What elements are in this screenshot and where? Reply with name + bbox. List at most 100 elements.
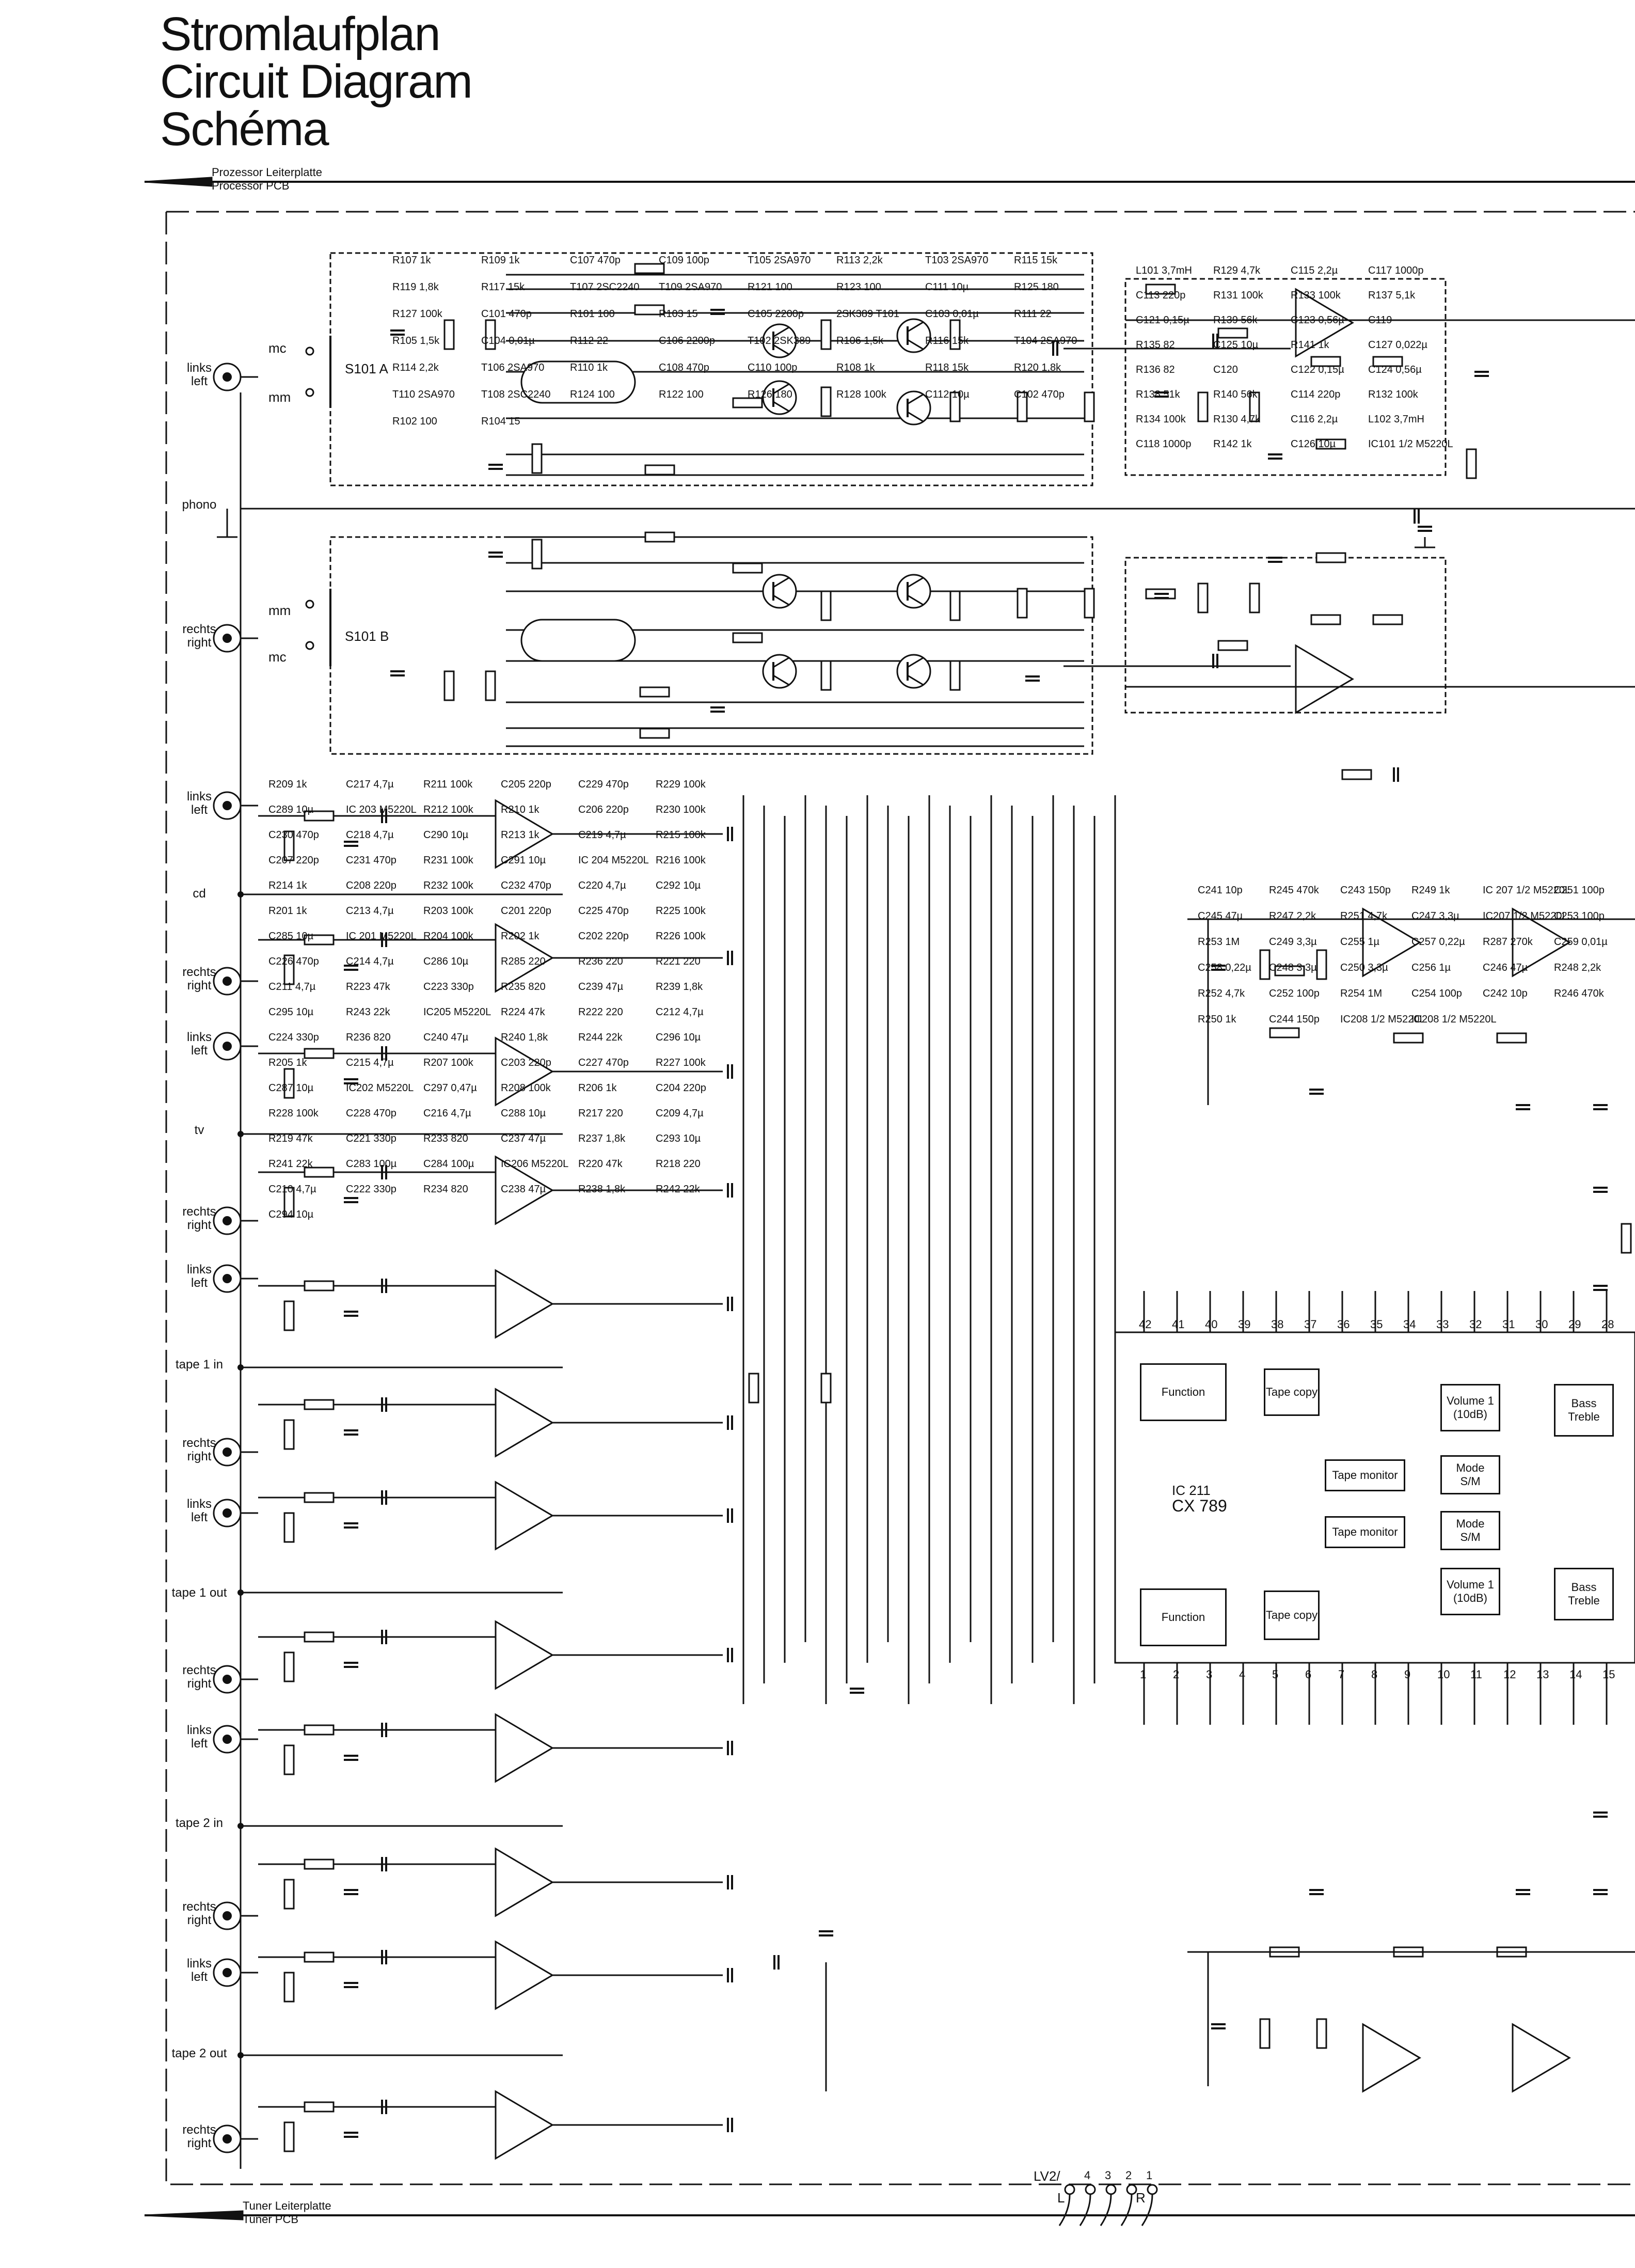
phono-part-label: R110 1k [570,362,608,373]
eq-left-group [1124,278,1447,476]
input-jack [223,1675,232,1684]
buffer-part-label: C210 4,7µ [268,1184,316,1195]
buffer-part-label: C289 10µ [268,804,314,815]
buffer-part-label: C227 470p [578,1057,629,1068]
transistor [773,657,789,668]
eq-part-label: R142 1k [1213,438,1252,450]
lv2-left-label: L [1057,2190,1065,2206]
opamp-buffer [495,1036,554,1107]
tone-part-label: R253 1M [1198,936,1240,948]
tone-part-label: C258 0,22µ [1198,962,1251,973]
phono-part-label: R113 2,2k [836,255,883,266]
buffer-part-label: R234 820 [423,1184,468,1195]
opamp-buffer [495,1713,554,1783]
phono-part-label: T110 2SA970 [392,389,455,400]
cd-label: cd [193,887,206,901]
input-jack [223,801,232,810]
phono-part-label: R107 1k [392,255,431,266]
buffer-part-label: C226 470p [268,956,319,967]
tone-part-label: C251 100p [1554,885,1605,896]
transistor [907,577,924,588]
resistor [304,2101,335,2113]
lv2-pin-number: 4 [1084,2169,1090,2182]
transistor [773,344,789,355]
eq-part-label: IC101 1/2 M5220L [1368,438,1453,450]
resistor [1269,1027,1300,1038]
buffer-part-label: C297 0,47µ [423,1082,477,1094]
buffer-part-label: R210 1k [501,804,539,815]
ic211-pin-number: 3 [1206,1668,1212,1681]
input-jack [223,372,232,382]
phono-part-label: C111 10µ [925,281,969,293]
resistor [820,1373,832,1404]
resistor [283,1300,295,1331]
eq-part-label: R136 82 [1136,364,1175,375]
ic211-name: IC 211 [1172,1483,1211,1498]
resistor [949,660,961,691]
tone-part-label: R254 1M [1340,988,1382,999]
tone-part-label: R246 470k [1554,988,1605,999]
opamp-ic101a [1295,288,1354,358]
phono-part-label: T109 2SA970 [659,281,722,293]
buffer-part-label: R233 820 [423,1133,468,1144]
ic211-pin-number: 29 [1568,1318,1581,1331]
phono-part-label: C107 470p [570,255,621,266]
tone-part-label: R248 2,2k [1554,962,1601,973]
switch-contact [305,600,314,609]
pcb-outline [165,211,1635,2185]
phono-part-label: T102 2SK389 [748,335,811,346]
ic211-tape-monitor-bottom: Tape monitor [1325,1516,1405,1548]
ic211-pin-number: 40 [1205,1318,1217,1331]
resistor [820,386,832,417]
transistor [896,318,931,353]
opamp-buffer [495,1940,554,2010]
buffer-part-label: R222 220 [578,1006,623,1018]
opamp-ic207b [1512,907,1571,978]
eq-part-label: C119 [1368,314,1392,326]
resistor [732,632,763,643]
transistor [773,577,789,588]
eq-part-label: R135 82 [1136,339,1175,351]
buffer-part-label: R226 100k [656,931,706,942]
resistor [1274,965,1305,976]
resistor [283,2121,295,2152]
phono-part-label: 2SK389 T101 [836,308,899,320]
resistor [531,539,543,570]
tuner-pcb-arrow [144,2210,244,2220]
opamp-buffer [495,1269,554,1339]
ic211-tape-copy-top: Tape copy [1264,1368,1320,1416]
resistor [732,397,763,408]
buffer-part-label: C225 470p [578,905,629,917]
phono-part-label: R123 100 [836,281,881,293]
transistor [907,339,924,350]
buffer-part-label: R202 1k [501,931,539,942]
buffer-part-label: C222 330p [346,1184,396,1195]
ic211-pin-number: 7 [1338,1668,1344,1681]
resistor [485,670,496,701]
phono-part-label: R114 2,2k [392,362,439,373]
eq-part-label: R140 56k [1213,389,1258,400]
resistor [1315,552,1346,563]
resistor [1249,582,1260,613]
resistor [283,1187,295,1218]
resistor [304,810,335,822]
buffer-part-label: C207 220p [268,855,319,866]
lv2-lead [1141,2194,1153,2226]
buffer-part-label: IC 203 M5220L [346,804,417,815]
tone-part-label: C249 3,3µ [1269,936,1317,948]
buffer-part-label: C208 220p [346,880,396,891]
resistor [1372,356,1403,367]
eq-part-label: C123 0,56µ [1291,314,1344,326]
input-jack [223,1968,232,1977]
phono-part-label: R102 100 [392,416,437,427]
buffer-part-label: R228 100k [268,1108,319,1119]
resistor [820,319,832,350]
eq-part-label: R138 51k [1136,389,1181,400]
tone-part-label: C243 150p [1340,885,1391,896]
lv2-pin [1064,2184,1075,2195]
phono-part-label: R106 1,5k [836,335,884,346]
buffer-part-label: C206 220p [578,804,629,815]
